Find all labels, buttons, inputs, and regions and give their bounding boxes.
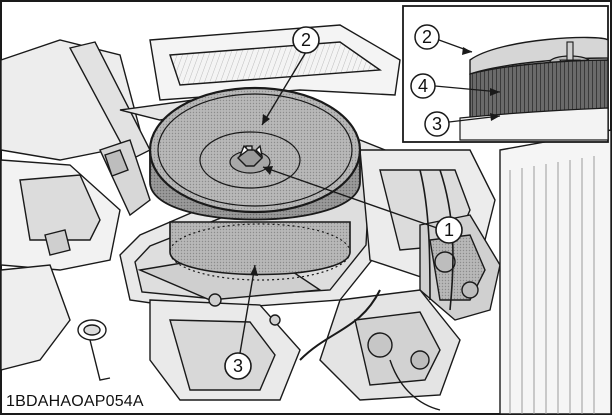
callout-3: 3 — [224, 264, 258, 380]
callout-1-label: 1 — [444, 220, 454, 240]
callout-1: 1 — [262, 166, 463, 244]
figure-id: 1BDAHAOAP054A — [6, 393, 144, 410]
air-cleaner-element — [169, 221, 351, 281]
callout-2: 2 — [261, 26, 320, 126]
callout-3-label: 3 — [233, 356, 243, 376]
inset-detail: 2 4 3 — [402, 5, 609, 143]
wing-nut — [237, 144, 264, 167]
callout-2-label: 2 — [301, 30, 311, 50]
inset-callout-2-label: 2 — [422, 27, 432, 47]
inset-callout-3-label: 3 — [432, 114, 442, 134]
inset-callout-4-label: 4 — [418, 76, 428, 96]
